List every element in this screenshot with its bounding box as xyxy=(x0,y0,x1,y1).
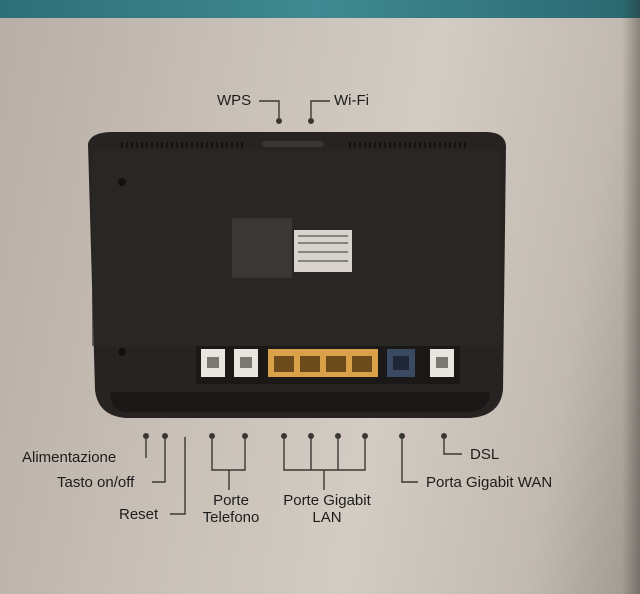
label-wifi: Wi-Fi xyxy=(334,92,369,109)
top-vents xyxy=(121,142,466,148)
barcode-sticker xyxy=(294,230,352,272)
box-right-shadow xyxy=(622,0,640,594)
label-dsl: DSL xyxy=(470,446,500,463)
top-button-strip xyxy=(262,141,324,147)
dsl-port xyxy=(430,349,454,377)
label-wps: WPS xyxy=(217,92,252,109)
router-body xyxy=(88,132,506,418)
label-porta-wan: Porta Gigabit WAN xyxy=(426,474,553,491)
leader-dots xyxy=(143,118,447,439)
mount-hole xyxy=(118,178,126,186)
box-top-band xyxy=(0,0,640,18)
router-base xyxy=(110,392,490,412)
label-porte-telefono: Porte Telefono xyxy=(196,492,266,526)
label-reset: Reset xyxy=(119,506,159,523)
wan-port xyxy=(387,349,415,377)
barcode-lines xyxy=(298,235,348,262)
label-porte-telefono-line2: Telefono xyxy=(202,509,260,526)
lan-port xyxy=(326,356,346,372)
label-tasto-on-off: Tasto on/off xyxy=(57,474,135,491)
leader-lines xyxy=(145,100,462,515)
lan-port xyxy=(300,356,320,372)
label-alimentazione: Alimentazione xyxy=(22,449,117,466)
lan-port xyxy=(352,356,372,372)
phone-port xyxy=(201,349,225,377)
label-porte-lan-line1: Porte Gigabit xyxy=(283,492,371,509)
mount-hole xyxy=(118,348,126,356)
label-plate xyxy=(232,218,292,278)
label-porte-lan-line2: LAN xyxy=(312,509,342,526)
label-porte-lan: Porte Gigabit LAN xyxy=(276,492,378,526)
label-porte-telefono-line1: Porte xyxy=(213,492,249,509)
lan-port xyxy=(274,356,294,372)
phone-port xyxy=(234,349,258,377)
